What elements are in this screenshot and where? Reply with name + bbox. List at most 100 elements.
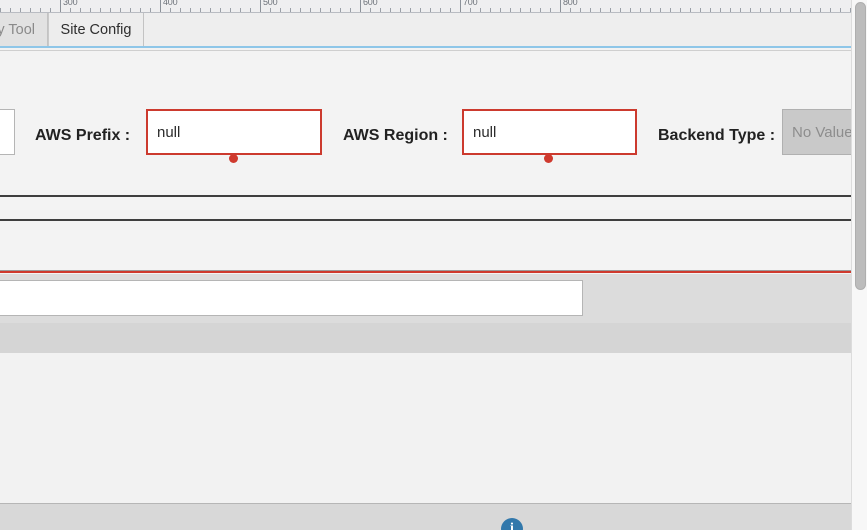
ruler-minor-tick: [620, 8, 621, 12]
ruler-minor-tick: [740, 8, 741, 12]
config-form-row: AWS Prefix : null AWS Region : null Back…: [0, 109, 867, 171]
ruler-minor-tick: [780, 8, 781, 12]
ruler-minor-tick: [520, 8, 521, 12]
ruler-minor-tick: [390, 8, 391, 12]
ruler-minor-tick: [770, 8, 771, 12]
ruler-minor-tick: [20, 8, 21, 12]
aws-region-label: AWS Region :: [343, 127, 448, 144]
ruler-minor-tick: [830, 8, 831, 12]
content-panel: AWS Prefix : null AWS Region : null Back…: [0, 50, 867, 530]
ruler-minor-tick: [340, 8, 341, 12]
error-separator-line: [0, 270, 851, 273]
ruler-minor-tick: [10, 8, 11, 12]
vertical-scrollbar-thumb[interactable]: [855, 2, 866, 290]
section-divider-lower: [0, 219, 851, 221]
ruler-minor-tick: [290, 8, 291, 12]
ruler-minor-tick: [430, 8, 431, 12]
ruler-label: 700: [463, 0, 478, 7]
separator-band-gray: [0, 323, 851, 353]
ruler-minor-tick: [250, 8, 251, 12]
ruler-minor-tick: [130, 8, 131, 12]
ruler-minor-tick: [440, 8, 441, 12]
ruler-minor-tick: [700, 8, 701, 12]
vertical-scrollbar[interactable]: [851, 0, 867, 530]
ruler-minor-tick: [200, 8, 201, 12]
ruler-minor-tick: [380, 8, 381, 12]
ruler-minor-tick: [550, 8, 551, 12]
ruler-minor-tick: [370, 8, 371, 12]
partial-left-input[interactable]: [0, 109, 15, 155]
info-icon[interactable]: i: [501, 518, 523, 530]
info-icon-glyph: i: [510, 521, 514, 530]
ruler-minor-tick: [850, 8, 851, 12]
ruler-minor-tick: [150, 8, 151, 12]
ruler-minor-tick: [730, 8, 731, 12]
ruler-minor-tick: [510, 8, 511, 12]
ruler-minor-tick: [530, 8, 531, 12]
ruler-minor-tick: [320, 8, 321, 12]
ruler-minor-tick: [110, 8, 111, 12]
ruler-minor-tick: [190, 8, 191, 12]
ruler-minor-tick: [300, 8, 301, 12]
ruler-major-tick: [360, 0, 361, 12]
backend-type-label: Backend Type :: [658, 127, 776, 144]
ruler-minor-tick: [280, 8, 281, 12]
ruler-minor-tick: [50, 8, 51, 12]
ruler-minor-tick: [450, 8, 451, 12]
ruler-label: 400: [163, 0, 178, 7]
ruler-minor-tick: [800, 8, 801, 12]
aws-prefix-input[interactable]: null: [146, 109, 322, 155]
aws-region-error-dot: [544, 154, 553, 163]
ruler-minor-tick: [680, 8, 681, 12]
ruler-minor-tick: [710, 8, 711, 12]
tab-query-tool[interactable]: y Tool: [0, 13, 48, 46]
section-divider-upper: [0, 195, 851, 197]
tab-site-config-label: Site Config: [60, 21, 132, 38]
ruler-minor-tick: [30, 8, 31, 12]
backend-type-value: No Value: [792, 123, 853, 141]
ruler-major-tick: [560, 0, 561, 12]
ruler-major-tick: [260, 0, 261, 12]
empty-content-area: [0, 353, 851, 504]
ruler-minor-tick: [760, 8, 761, 12]
ruler-label: 800: [563, 0, 578, 7]
aws-prefix-value: null: [157, 123, 181, 141]
ruler-minor-tick: [690, 8, 691, 12]
ruler-minor-tick: [610, 8, 611, 12]
lower-text-input[interactable]: [0, 280, 583, 316]
ruler-minor-tick: [640, 8, 641, 12]
ruler-minor-tick: [40, 8, 41, 12]
ruler-minor-tick: [170, 8, 171, 12]
ruler-minor-tick: [580, 8, 581, 12]
ruler-minor-tick: [400, 8, 401, 12]
ruler-major-tick: [160, 0, 161, 12]
ruler-minor-tick: [310, 8, 311, 12]
ruler-minor-tick: [470, 8, 471, 12]
ruler-minor-tick: [220, 8, 221, 12]
ruler-minor-tick: [840, 8, 841, 12]
ruler-minor-tick: [810, 8, 811, 12]
status-bar: [0, 503, 851, 530]
ruler-minor-tick: [240, 8, 241, 12]
ruler-major-tick: [60, 0, 61, 12]
ruler-major-tick: [460, 0, 461, 12]
ruler-minor-tick: [670, 8, 671, 12]
ruler-minor-tick: [480, 8, 481, 12]
ruler-minor-tick: [820, 8, 821, 12]
tab-site-config[interactable]: Site Config: [48, 13, 144, 46]
ruler-minor-tick: [330, 8, 331, 12]
ruler-minor-tick: [590, 8, 591, 12]
aws-region-input[interactable]: null: [462, 109, 637, 155]
ruler-minor-tick: [570, 8, 571, 12]
ruler-minor-tick: [630, 8, 631, 12]
ruler-minor-tick: [720, 8, 721, 12]
ruler-minor-tick: [490, 8, 491, 12]
ruler-label: 300: [63, 0, 78, 7]
ruler-minor-tick: [70, 8, 71, 12]
aws-prefix-error-dot: [229, 154, 238, 163]
tab-query-tool-label: y Tool: [0, 21, 35, 38]
ruler-minor-tick: [650, 8, 651, 12]
ruler-label: 600: [363, 0, 378, 7]
